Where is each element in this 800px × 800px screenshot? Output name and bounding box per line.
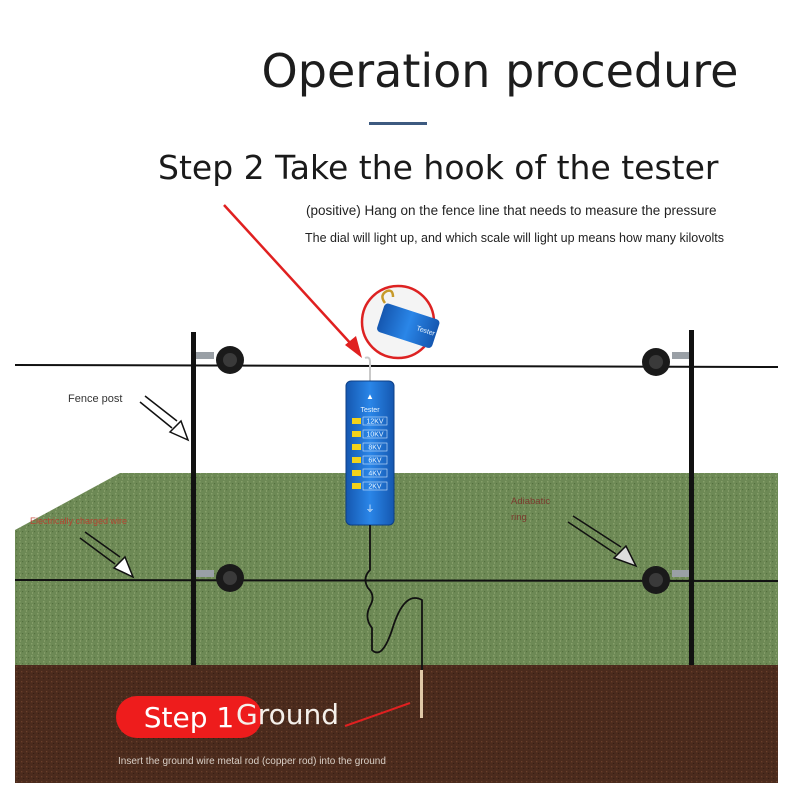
tester-scale-box: [362, 481, 388, 491]
tester-led: [352, 431, 361, 437]
tester-name: Tester: [360, 407, 380, 414]
tester-scale-label: 6KV: [368, 458, 382, 465]
tester-arrow-up: ▲: [366, 392, 374, 401]
step2-description-line1: (positive) Hang on the fence line that n…: [306, 203, 717, 218]
page-title-wrap: Operation procedure: [230, 44, 770, 98]
tester-scale-label: 2KV: [368, 484, 382, 491]
insulator-bottom-right: [642, 566, 689, 594]
step1-pointer: [344, 702, 411, 727]
tester-scale-box: [362, 468, 388, 478]
insulator-top-right: [642, 348, 689, 376]
charged-wire-label: Electrically charged wire: [30, 516, 128, 526]
fence-post-arrow-icon: [139, 395, 190, 442]
red-pointer-arrow: [223, 204, 362, 358]
hook-inset: Tester: [360, 284, 440, 360]
tester-led: [352, 470, 361, 476]
step1-badge: Step 1: [116, 696, 262, 738]
page-title: Operation procedure: [261, 44, 739, 98]
tester-scale-row: 8KV: [352, 442, 388, 452]
tester-led: [352, 457, 361, 463]
fence-post-right: [689, 330, 694, 665]
tester-scale: 12KV 10KV 8KV 6KV 4KV 2KV: [352, 416, 388, 491]
tester-hook: [364, 356, 371, 382]
tester-scale-row: 10KV: [352, 429, 388, 439]
tester-scale-label: 12KV: [366, 419, 383, 426]
tester-scale-row: 12KV: [352, 416, 388, 426]
tester-scale-box: [362, 416, 388, 426]
step1-ground-label: Ground: [236, 698, 339, 731]
grass-field: [15, 473, 778, 665]
ground-symbol-icon: ⏚: [365, 504, 374, 514]
tester-led: [352, 418, 361, 424]
charged-wire-arrow-icon: [79, 531, 135, 579]
tester-scale-box: [362, 429, 388, 439]
tester-scale-box: [362, 442, 388, 452]
tester-scale-label: 10KV: [366, 432, 383, 439]
title-divider: [369, 122, 427, 125]
step2-description-line2: The dial will light up, and which scale …: [305, 231, 724, 245]
tester-scale-box: [362, 455, 388, 465]
tester-scale-label: 8KV: [368, 445, 382, 452]
tester-scale-row: 4KV: [352, 468, 388, 478]
ground-rod: [420, 670, 423, 718]
step1-note: Insert the ground wire metal rod (copper…: [118, 756, 386, 767]
tester-scale-row: 2KV: [352, 481, 388, 491]
step1-label: Step 1: [143, 700, 235, 734]
tester-led: [352, 444, 361, 450]
tester-device: ▲ Tester 12KV 10KV 8KV 6KV 4KV 2KV ⏚: [345, 380, 395, 526]
adiabatic-arrow-icon: [567, 515, 638, 568]
insulator-top-left: [196, 346, 244, 374]
fence-post-left: [191, 332, 196, 665]
adiabatic-ring-label: Adiabatic ring: [511, 496, 551, 523]
ground-cable: [364, 525, 423, 715]
tester-scale-row: 6KV: [352, 455, 388, 465]
step2-heading: Step 2 Take the hook of the tester: [158, 148, 719, 187]
insulator-bottom-left: [196, 564, 244, 592]
fence-post-label: Fence post: [68, 393, 123, 405]
tester-scale-label: 4KV: [368, 471, 382, 478]
tester-led: [352, 483, 361, 489]
